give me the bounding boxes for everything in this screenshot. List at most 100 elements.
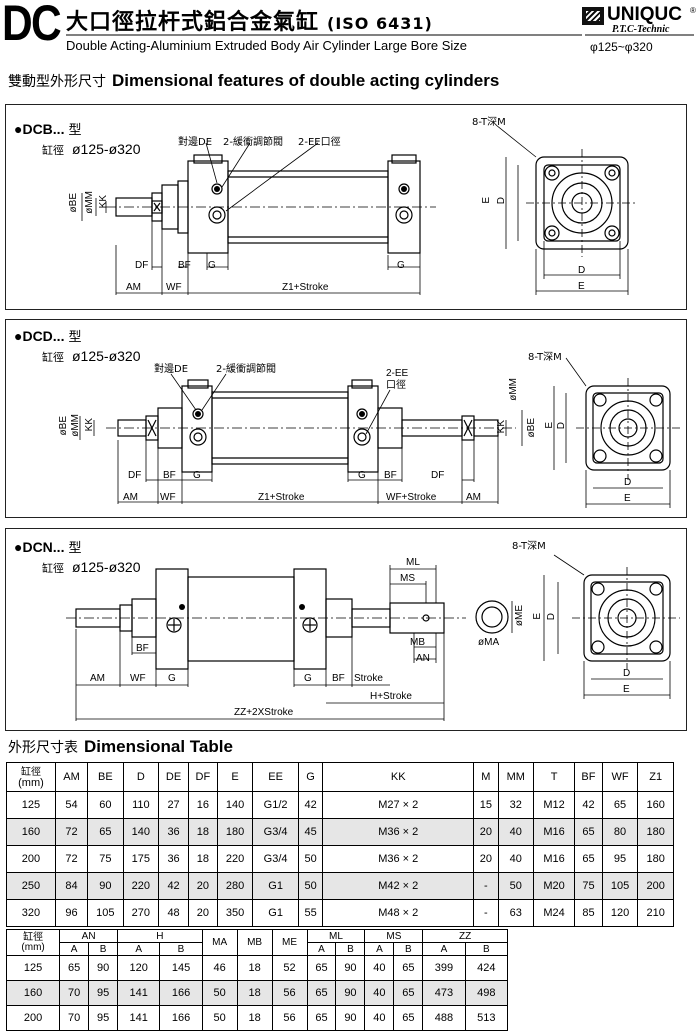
table-cell: M36 × 2 [322, 818, 475, 846]
table-cell: 36 [158, 818, 189, 846]
table-cell: 65 [59, 955, 90, 981]
dcb-model-title: ●DCB...型 [14, 121, 82, 138]
table-cell: 50 [297, 872, 324, 900]
table-cell: 180 [637, 818, 674, 846]
dcb-label-tm: 8-T深M [472, 117, 506, 128]
group-header: MA [201, 929, 238, 956]
group-header: ZZ [422, 929, 508, 943]
table-cell: G3/4 [252, 818, 299, 846]
table-cell: G3/4 [252, 845, 299, 873]
table-cell: 110 [122, 791, 160, 819]
dcd-label-de: 對邊DE [154, 364, 189, 375]
dcb-label-g1: G [208, 260, 216, 271]
dcd-label-mm-right: øMM [508, 378, 519, 401]
table-cell: 120 [117, 955, 161, 981]
table-cell: 95 [601, 845, 639, 873]
table-cell: 18 [236, 1005, 273, 1031]
dcb-label-kk: KK [98, 195, 109, 209]
title-chinese: 大口徑拉杆式鋁合金氣缸(ISO 6431) [66, 10, 433, 35]
dimension-table-secondary: 缸徑(mm) AN H MA MB ME ML MS ZZ A B A B A … [5, 929, 509, 1031]
dcn-label-ml: ML [406, 557, 420, 568]
table-cell: 140 [122, 818, 160, 846]
dcd-label-ee: 2-EE [386, 368, 409, 379]
column-header: MM [497, 762, 535, 792]
table-cell: 42 [297, 791, 324, 819]
table-cell: 72 [54, 818, 89, 846]
dcd-label-e-vertical: E [544, 422, 555, 429]
table-cell-bore: 125 [5, 955, 61, 981]
column-header: D [122, 762, 160, 792]
table-cell: 180 [216, 818, 254, 846]
dcd-label-be-right: øBE [526, 418, 537, 438]
dcn-label-d-horizontal: D [623, 668, 631, 679]
dcb-label-e-horizontal: E [578, 281, 585, 292]
table-cell: 18 [236, 955, 273, 981]
brand-subtitle: P.T.C-Technic [612, 24, 670, 35]
dcd-label-g2: G [358, 470, 366, 481]
dcb-label-mm: øMM [84, 191, 95, 214]
dcd-label-df: DF [128, 470, 142, 481]
table-cell: 65 [306, 1005, 337, 1031]
group-header: ME [271, 929, 308, 956]
group-header: H [117, 929, 203, 943]
dcn-label-am: AM [90, 673, 105, 684]
column-header: WF [601, 762, 639, 792]
table-cell: M48 × 2 [322, 899, 475, 927]
dcn-side-view-drawing [66, 554, 680, 721]
table-cell: 20 [188, 899, 218, 927]
table-cell: 36 [158, 845, 189, 873]
dcn-label-ma: øMA [478, 637, 500, 648]
sub-header: B [335, 942, 366, 956]
dcn-label-stroke: Stroke [354, 673, 383, 684]
table-cell: 15 [473, 791, 499, 819]
table-cell: 20 [188, 872, 218, 900]
table-cell: 90 [335, 955, 366, 981]
dcd-side-view-drawing [79, 357, 680, 508]
table-cell: 56 [271, 1005, 308, 1031]
dcb-label-e-vertical: E [481, 197, 492, 204]
dcn-label-me: øME [514, 605, 525, 627]
column-header-bore: 缸徑(mm) [6, 762, 56, 792]
dcd-label-wf: WF [160, 492, 176, 503]
dcd-label-am-right: AM [466, 492, 481, 503]
table-cell: 60 [87, 791, 124, 819]
table-cell: 513 [464, 1005, 509, 1031]
table-cell: G1 [252, 899, 299, 927]
table-cell: 473 [422, 980, 466, 1006]
dcd-label-d-vertical: D [556, 422, 567, 430]
table-cell: 70 [59, 980, 90, 1006]
brand-logo: UNIQUC ® [582, 4, 696, 26]
table-cell: M12 [533, 791, 576, 819]
registered-mark: ® [690, 6, 696, 15]
table-cell: M16 [533, 845, 576, 873]
table-cell: 90 [335, 1005, 366, 1031]
group-header: ML [306, 929, 366, 943]
table-cell: 175 [122, 845, 160, 873]
dcd-label-bf-right: BF [384, 470, 397, 481]
table-cell-bore: 200 [6, 845, 56, 873]
dcd-label-wf-stroke: WF+Stroke [386, 492, 437, 503]
header-rule [66, 34, 694, 36]
table-cell: 54 [54, 791, 89, 819]
table-cell: 498 [464, 980, 509, 1006]
dcn-label-tm: 8-T深M [512, 541, 546, 552]
dcd-label-df-right: DF [431, 470, 445, 481]
table-cell: 40 [364, 980, 395, 1006]
table-cell: 52 [271, 955, 308, 981]
dcn-label-d-vertical: D [546, 613, 557, 621]
dcb-label-g2: G [397, 260, 405, 271]
dcd-label-valve: 2-緩衝調節閥 [216, 364, 276, 375]
table-cell: 140 [216, 791, 254, 819]
table-cell: 270 [122, 899, 160, 927]
sub-header: A [422, 942, 466, 956]
dcd-model-title: ●DCD...型 [14, 328, 82, 345]
header: DC 大口徑拉杆式鋁合金氣缸(ISO 6431) Double Acting-A… [0, 0, 700, 62]
table-cell: 50 [297, 845, 324, 873]
table-cell: 75 [574, 872, 603, 900]
